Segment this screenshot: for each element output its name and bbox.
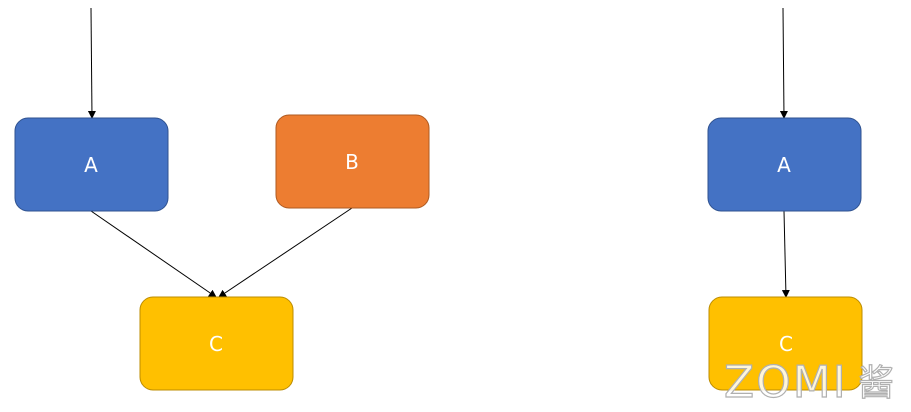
right-node-a-label: A xyxy=(777,153,791,177)
zomi-watermark: ZOMI 酱 xyxy=(723,356,894,408)
left-diagram: A B C xyxy=(14,7,430,391)
left-input-arrow xyxy=(87,7,96,119)
left-node-c: C xyxy=(139,296,294,391)
left-node-b-label: B xyxy=(345,150,359,174)
left-node-a-box xyxy=(14,117,169,212)
left-node-a: A xyxy=(14,117,169,212)
right-node-c-box xyxy=(708,296,863,391)
watermark-text: ZOMI xyxy=(724,357,848,408)
right-node-a: A xyxy=(707,117,862,212)
right-node-a-box xyxy=(707,117,862,212)
left-node-c-box xyxy=(139,296,294,391)
left-node-c-label: C xyxy=(209,332,223,356)
right-edge-a-to-c xyxy=(781,210,790,298)
watermark-glyph: 酱 xyxy=(858,363,894,404)
right-diagram: A C xyxy=(707,7,863,391)
left-node-a-label: A xyxy=(84,153,98,177)
right-input-arrow xyxy=(779,7,788,119)
right-node-c: C xyxy=(708,296,863,391)
left-edge-b-to-c xyxy=(218,207,353,298)
left-node-b: B xyxy=(275,114,430,209)
left-edge-a-to-c xyxy=(90,210,217,298)
right-node-c-label: C xyxy=(779,332,793,356)
left-node-b-box xyxy=(275,114,430,209)
